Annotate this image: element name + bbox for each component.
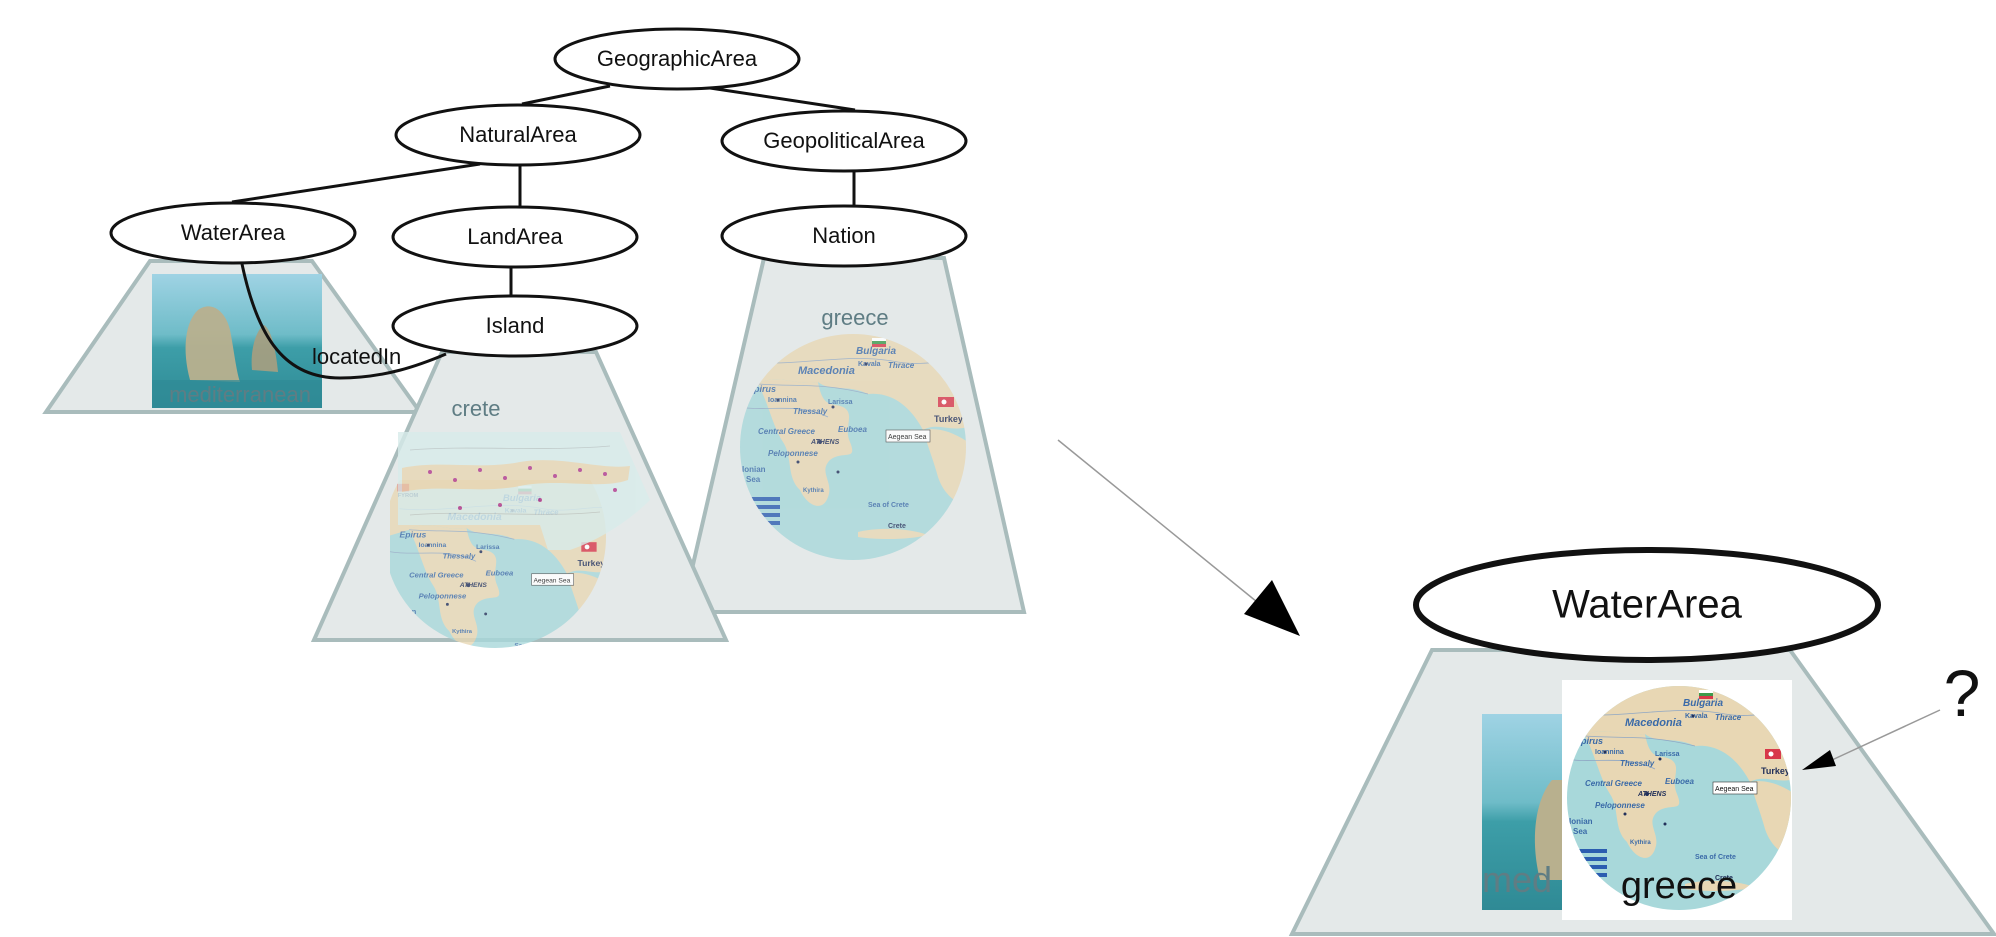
instance-label-greece: greece — [821, 305, 888, 330]
instance-crete: crete — [310, 350, 730, 648]
instance-label-crete: crete — [452, 396, 501, 421]
instance-mediterranean: mediterranean — [42, 259, 424, 414]
question-callout: ? — [1802, 656, 1980, 770]
node-island: Island — [391, 294, 639, 358]
rock-formation — [185, 306, 240, 382]
svg-text:Nation: Nation — [812, 223, 876, 248]
node-water-area: WaterArea — [109, 201, 357, 265]
svg-text:Island: Island — [486, 313, 545, 338]
node-land-area: LandArea — [391, 205, 639, 269]
crete-inset-map — [398, 432, 650, 550]
svg-text:GeopoliticalArea: GeopoliticalArea — [763, 128, 925, 153]
svg-text:GeographicArea: GeographicArea — [597, 46, 758, 71]
result-hidden-instance-label: med — [1482, 859, 1552, 900]
svg-text:WaterArea: WaterArea — [181, 220, 286, 245]
svg-text:LandArea: LandArea — [467, 224, 563, 249]
relation-label-located-in: locatedIn — [312, 344, 401, 369]
result-concept-node — [1413, 547, 1881, 663]
instance-label-mediterranean: mediterranean — [169, 382, 311, 407]
relation-located-in-edge — [240, 263, 447, 380]
node-geopolitical-area: GeopoliticalArea — [720, 109, 968, 173]
taxonomy-edges — [231, 84, 856, 298]
question-mark: ? — [1944, 656, 1981, 730]
edge-geographic-geopolitical — [709, 86, 856, 112]
result-water-area: med greece WaterArea — [1288, 547, 1996, 936]
svg-text:NaturalArea: NaturalArea — [459, 122, 577, 147]
question-arrowhead — [1802, 750, 1836, 770]
instance-greece: greece — [679, 256, 1027, 614]
node-natural-area: NaturalArea — [394, 103, 642, 167]
node-geographic-area: GeographicArea — [553, 27, 801, 91]
node-nation: Nation — [720, 204, 968, 268]
arrowhead — [1244, 580, 1300, 636]
edge-geographic-natural — [521, 84, 611, 106]
transition-arrow — [1057, 439, 1300, 636]
edge-natural-water — [231, 162, 481, 204]
result-concept-label: WaterArea — [1552, 583, 1742, 627]
result-instance-label: greece — [1621, 865, 1737, 907]
